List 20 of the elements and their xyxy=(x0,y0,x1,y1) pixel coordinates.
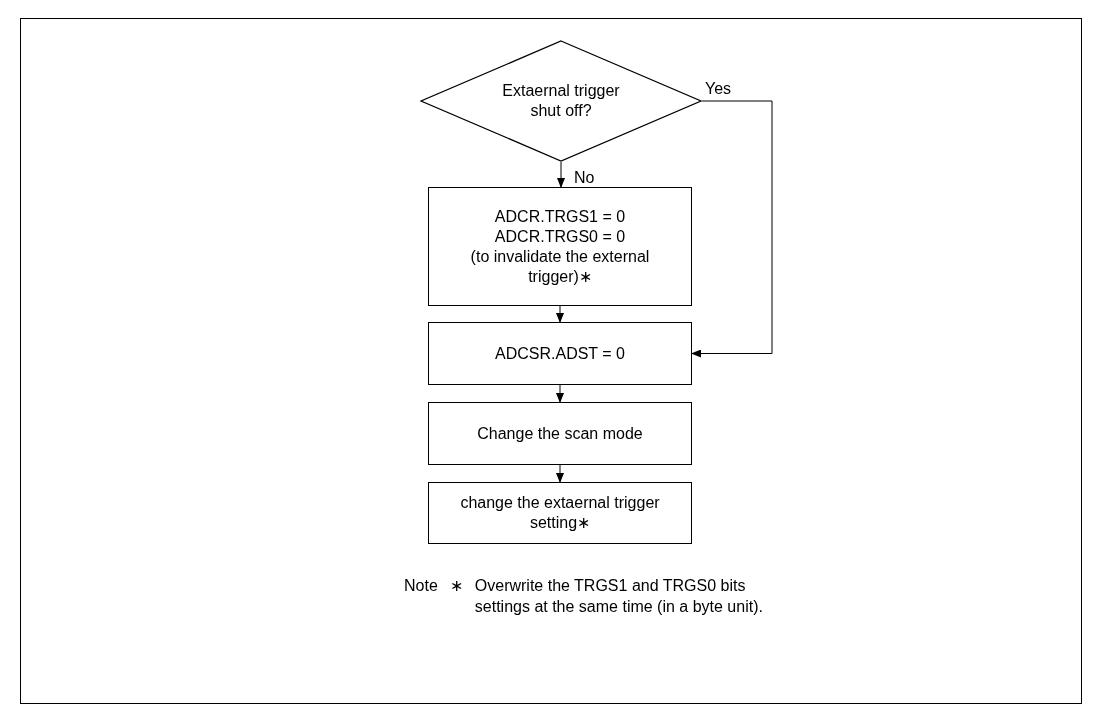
node-text: Extaernal trigger shut off? xyxy=(501,81,621,121)
node-text: ADCSR.ADST = 0 xyxy=(495,343,625,364)
decision-diamond xyxy=(420,40,702,162)
arrow xyxy=(556,305,564,323)
process-box xyxy=(428,187,692,306)
arrow xyxy=(557,161,565,188)
arrow xyxy=(556,384,564,403)
process-box xyxy=(428,322,692,385)
node-text: ADCR.TRGS1 = 0 xyxy=(494,206,626,227)
process-box xyxy=(428,482,692,544)
process-box xyxy=(428,402,692,465)
note-text: Overwrite the TRGS1 and TRGS0 bits settings at the same time (in a byte unit). xyxy=(474,576,764,617)
arrow xyxy=(691,100,773,358)
footnote-mark: ∗ xyxy=(449,576,463,596)
node-text: ADCR.TRGS0 = 0 xyxy=(494,226,626,247)
arrow xyxy=(556,464,564,483)
note-label: Note xyxy=(404,576,438,596)
node-text: Change the scan mode xyxy=(477,423,643,444)
node-text: change the extaernal trigger setting∗ xyxy=(459,493,661,533)
node-text: (to invalidate the external trigger)∗ xyxy=(469,246,651,287)
